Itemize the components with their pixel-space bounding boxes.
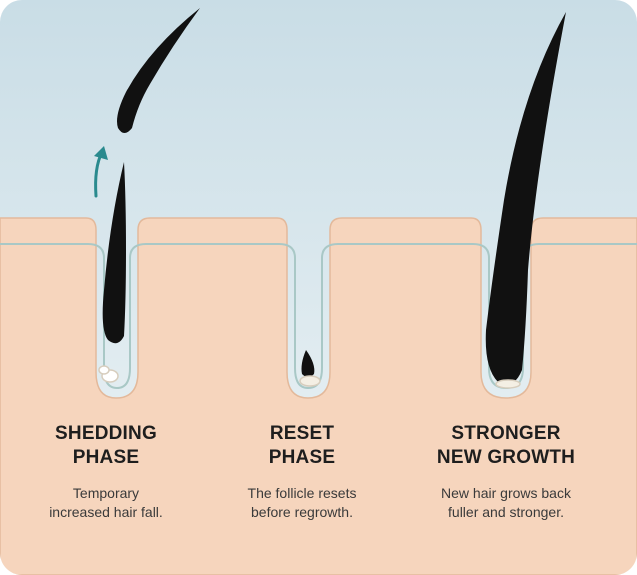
arrow-head	[94, 146, 108, 160]
phase-desc-line1: New hair grows back	[441, 485, 571, 501]
phase-desc-line2: before regrowth.	[251, 504, 353, 520]
shed-hair-strand	[117, 8, 200, 133]
reset-hair-sprout	[301, 350, 315, 377]
phase-reset: RESET PHASE The follicle resets before r…	[202, 422, 402, 522]
phase-stronger-growth: STRONGER NEW GROWTH New hair grows back …	[406, 422, 606, 522]
phase-title: STRONGER NEW GROWTH	[406, 422, 606, 470]
new-growth-hair	[485, 12, 566, 385]
phase-title: SHEDDING PHASE	[6, 422, 206, 470]
phase-description: The follicle resets before regrowth.	[202, 484, 402, 522]
reset-bulb	[299, 375, 321, 387]
phase-title-line1: RESET	[269, 423, 335, 444]
phase-desc-line2: fuller and stronger.	[448, 504, 564, 520]
phase-title-line1: STRONGER	[451, 423, 561, 444]
new-growth-bulb	[495, 379, 521, 389]
phase-title-line2: PHASE	[72, 447, 140, 468]
phase-title-line2: PHASE	[268, 447, 336, 468]
shedding-bulb-small	[98, 365, 110, 375]
phase-title-line1: SHEDDING	[55, 423, 157, 444]
shedding-hair	[102, 162, 126, 344]
phase-description: Temporary increased hair fall.	[6, 484, 206, 522]
phase-desc-line2: increased hair fall.	[49, 504, 163, 520]
phase-description: New hair grows back fuller and stronger.	[406, 484, 606, 522]
skin-layer	[0, 217, 637, 575]
phase-desc-line1: Temporary	[72, 485, 140, 501]
phase-title: RESET PHASE	[202, 422, 402, 470]
phase-desc-line1: The follicle resets	[247, 485, 357, 501]
phase-title-line2: NEW GROWTH	[436, 447, 576, 468]
phase-shedding: SHEDDING PHASE Temporary increased hair …	[6, 422, 206, 522]
